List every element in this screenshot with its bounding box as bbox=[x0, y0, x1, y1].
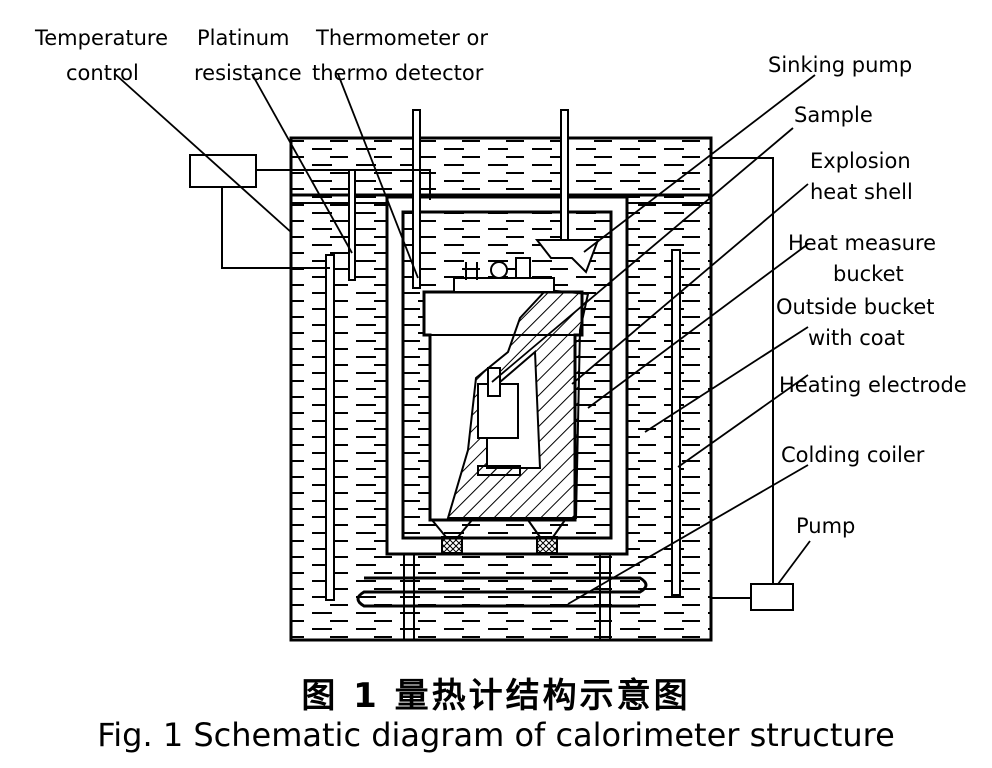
label-thermometer-2: thermo detector bbox=[312, 61, 484, 85]
sinking-pump bbox=[534, 239, 600, 274]
support-block-right bbox=[536, 536, 558, 554]
label-platinum-resistance-1: Platinum bbox=[197, 26, 290, 50]
label-thermometer-1: Thermometer or bbox=[315, 26, 488, 50]
label-pump: Pump bbox=[796, 514, 855, 538]
label-heating-electrode: Heating electrode bbox=[779, 373, 967, 397]
label-explosion-heat-shell-2: heat shell bbox=[810, 180, 913, 204]
support-block-left bbox=[441, 536, 463, 554]
control-wire bbox=[256, 169, 431, 200]
label-colding-coiler: Colding coiler bbox=[781, 443, 925, 467]
sinking-pump-shaft bbox=[560, 109, 569, 241]
label-outside-bucket-1: Outside bucket bbox=[776, 295, 935, 319]
label-outside-bucket-2: with coat bbox=[808, 326, 905, 350]
label-platinum-resistance-2: resistance bbox=[194, 61, 302, 85]
pump-box bbox=[750, 583, 794, 611]
colding-coil bbox=[356, 576, 648, 608]
sample-base bbox=[477, 465, 521, 476]
caption-chinese: 图 1 量热计结构示意图 bbox=[301, 676, 691, 716]
left-heating-electrode bbox=[325, 254, 335, 601]
label-heat-measure-bucket-1: Heat measure bbox=[788, 231, 936, 255]
thermometer-rod bbox=[412, 109, 421, 289]
right-heating-electrode bbox=[671, 249, 681, 596]
label-heat-measure-bucket-2: bucket bbox=[833, 262, 904, 286]
caption-english: Fig. 1 Schematic diagram of calorimeter … bbox=[97, 716, 895, 754]
label-temperature-control-1: Temperature bbox=[34, 26, 168, 50]
vessel-valve bbox=[490, 261, 508, 279]
label-temperature-control-2: control bbox=[66, 61, 139, 85]
platinum-resistance-probe bbox=[348, 169, 356, 281]
label-sample: Sample bbox=[794, 103, 873, 127]
pump-pipe bbox=[711, 157, 774, 599]
label-explosion-heat-shell-1: Explosion bbox=[810, 149, 911, 173]
label-sinking-pump: Sinking pump bbox=[768, 53, 912, 77]
